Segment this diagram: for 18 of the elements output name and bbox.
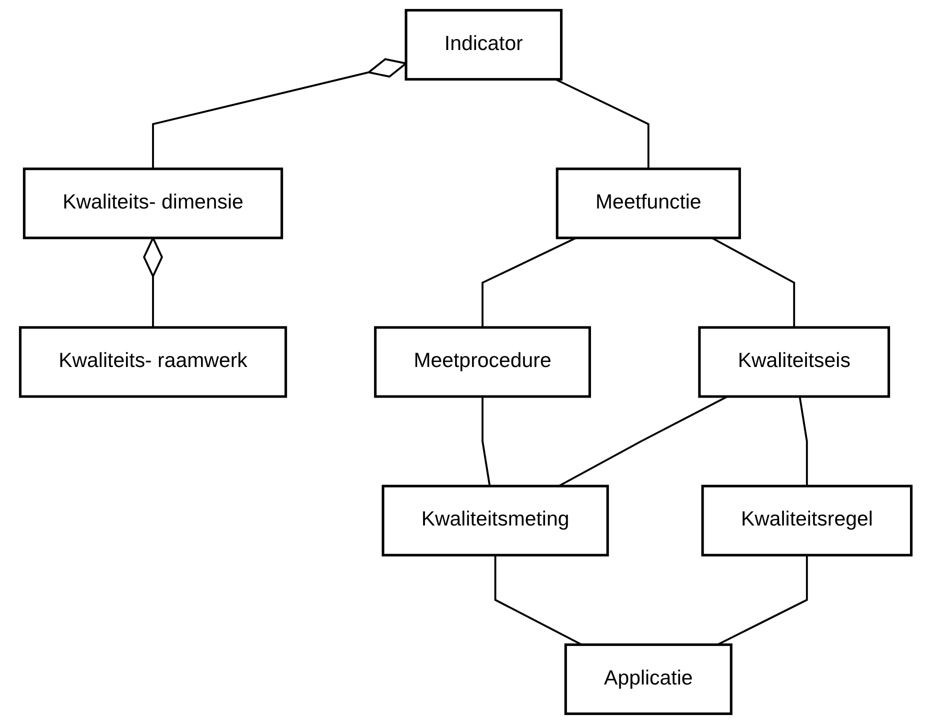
connector: [717, 555, 808, 646]
node-box: Kwaliteits- raamwerk: [19, 326, 288, 398]
connector: [799, 396, 808, 486]
node-box: Kwaliteitsmeting: [382, 484, 610, 556]
node-box: Meetfunctie: [556, 168, 742, 240]
node-box: Indicator: [405, 8, 563, 81]
connector: [712, 237, 796, 328]
connector: [555, 78, 650, 169]
node-box: Kwaliteits- dimensie: [23, 168, 284, 240]
connector: [482, 237, 577, 328]
connector: [482, 396, 491, 486]
connector: [558, 396, 728, 487]
node-box: Applicatie: [564, 643, 733, 716]
node-box: Kwaliteitsregel: [702, 484, 913, 556]
node-box: Meetprocedure: [374, 326, 592, 398]
node-box: Kwaliteitseis: [698, 326, 890, 398]
connector: [494, 555, 582, 646]
connector: [143, 236, 164, 328]
